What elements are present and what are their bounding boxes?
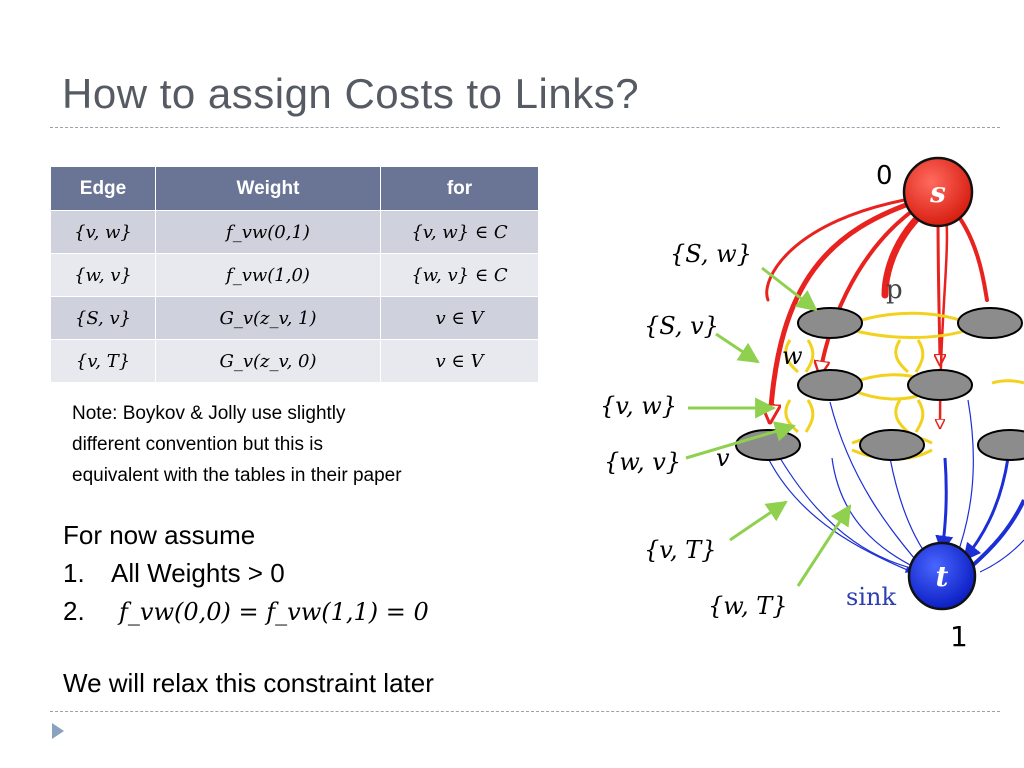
cell-edge: {w, v} bbox=[50, 253, 156, 297]
cell-weight: f_vw(0,1) bbox=[155, 210, 381, 254]
table-row: {w, v} f_vw(1,0) {w, v} ∈ C bbox=[50, 253, 539, 297]
header-edge: Edge bbox=[50, 166, 156, 211]
label-s-v: {S, v} bbox=[644, 312, 719, 340]
cell-for: {v, w} ∈ C bbox=[380, 210, 539, 254]
assumptions-block: For now assume 1. All Weights > 0 2. f_vw(… bbox=[63, 516, 583, 702]
item-number: 2. bbox=[63, 596, 85, 626]
cell-edge: {v, w} bbox=[50, 210, 156, 254]
note-line: Note: Boykov & Jolly use slightly bbox=[72, 403, 346, 424]
label-w-t: {w, T} bbox=[708, 592, 788, 620]
node-v-label: v bbox=[716, 444, 730, 472]
table-row: {v, w} f_vw(0,1) {v, w} ∈ C bbox=[50, 210, 539, 254]
assume-heading: For now assume bbox=[63, 520, 256, 550]
table-row: {v, T} G_v(z_v, 0) v ∈ V bbox=[50, 339, 539, 383]
pixel-label-p: p bbox=[886, 275, 903, 305]
table-row: {S, v} G_v(z_v, 1) v ∈ V bbox=[50, 296, 539, 340]
cost-table: Edge Weight for {v, w} f_vw(0,1) {v, w} … bbox=[50, 166, 539, 383]
sink-symbol: t bbox=[936, 560, 949, 593]
item-math: f_vw(0,0) = f_vw(1,1) = 0 bbox=[119, 598, 429, 626]
item-text: All Weights > 0 bbox=[111, 558, 285, 588]
cell-weight: f_vw(1,0) bbox=[155, 253, 381, 297]
slide-title: How to assign Costs to Links? bbox=[62, 70, 640, 117]
cell-for: v ∈ V bbox=[380, 296, 539, 340]
annotation-arrows bbox=[685, 266, 852, 587]
label-s-w: {S, w} bbox=[670, 240, 752, 268]
note-line: different convention but this is bbox=[72, 434, 324, 455]
pixel-node bbox=[977, 429, 1024, 461]
source-value: 0 bbox=[876, 161, 893, 191]
pixel-nodes bbox=[735, 307, 1024, 461]
item-number: 1. bbox=[63, 558, 85, 588]
cell-weight: G_v(z_v, 0) bbox=[155, 339, 381, 383]
title-divider bbox=[50, 127, 1000, 128]
assume-footer: We will relax this constraint later bbox=[63, 668, 434, 698]
source-symbol: s bbox=[929, 176, 946, 209]
sink-node: t bbox=[907, 541, 977, 611]
cell-weight: G_v(z_v, 1) bbox=[155, 296, 381, 340]
cell-edge: {S, v} bbox=[50, 296, 156, 340]
source-node: s bbox=[902, 156, 974, 228]
pixel-node bbox=[859, 429, 925, 461]
label-v-w: {v, w} bbox=[600, 392, 677, 420]
edge-labels: {S, w} {S, v} {v, w} {w, v} {v, T} {w, T… bbox=[600, 240, 788, 620]
sink-value: 1 bbox=[950, 620, 968, 653]
footer-divider bbox=[50, 711, 1000, 712]
cell-edge: {v, T} bbox=[50, 339, 156, 383]
assume-item-2: 2. f_vw(0,0) = f_vw(1,1) = 0 bbox=[63, 592, 583, 631]
note-line: equivalent with the tables in their pape… bbox=[72, 465, 402, 486]
node-w bbox=[797, 369, 863, 401]
boykov-jolly-note: Note: Boykov & Jolly use slightly differ… bbox=[72, 398, 512, 491]
pixel-node bbox=[957, 307, 1023, 339]
assume-item-1: 1. All Weights > 0 bbox=[63, 554, 583, 592]
play-triangle-icon bbox=[52, 723, 64, 739]
pixel-node bbox=[907, 369, 973, 401]
header-for: for bbox=[380, 166, 539, 211]
cell-for: v ∈ V bbox=[380, 339, 539, 383]
sink-links bbox=[767, 399, 1024, 573]
label-v-t: {v, T} bbox=[644, 536, 717, 564]
graph-cut-diagram: s 0 t sink 1 p w v {S, w} {S, v} {v, w} … bbox=[600, 156, 1024, 653]
label-w-v: {w, v} bbox=[604, 448, 681, 476]
cell-for: {w, v} ∈ C bbox=[380, 253, 539, 297]
table-header-row: Edge Weight for bbox=[50, 166, 539, 211]
header-weight: Weight bbox=[155, 166, 381, 211]
node-w-label: w bbox=[782, 342, 803, 370]
pixel-node bbox=[797, 307, 863, 339]
sink-label: sink bbox=[846, 583, 896, 611]
